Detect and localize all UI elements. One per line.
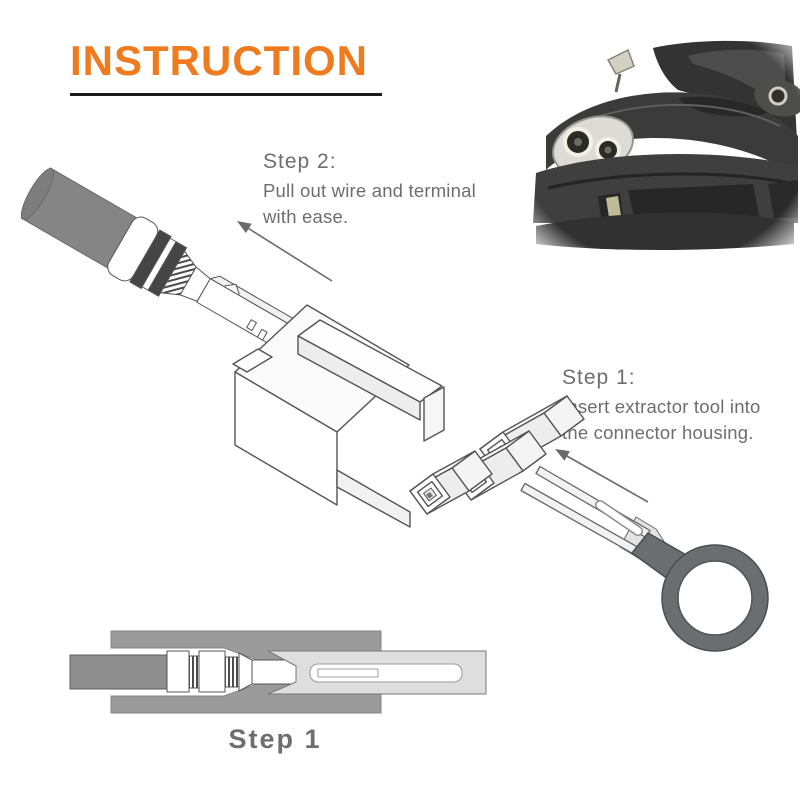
latch-bridge <box>297 319 445 442</box>
step1-text-line1: Insert extractor tool into <box>562 396 761 417</box>
cross-section-diagram <box>69 630 487 714</box>
ring-handle <box>631 532 769 652</box>
step2-label: Step 2: <box>263 150 337 173</box>
tool-blade-cross-section <box>267 650 487 695</box>
step2-text-line2: with ease. <box>263 206 349 227</box>
bottom-step-caption: Step 1 <box>228 724 322 754</box>
step1-label: Step 1: <box>562 366 636 389</box>
main-illustration <box>20 167 769 652</box>
extractor-tool-illustration <box>520 449 769 652</box>
step1-arrow-icon <box>555 449 649 503</box>
title-underline <box>70 93 382 96</box>
step1-text-line2: the connector housing. <box>562 422 754 443</box>
step2-text-line1: Pull out wire and terminal <box>263 180 476 201</box>
wire-terminal-illustration <box>20 167 333 354</box>
step1-annotation: Step 1: Insert extractor tool into the c… <box>562 366 761 446</box>
page-title: INSTRUCTION <box>70 37 368 84</box>
socket-tower-1 <box>409 450 493 515</box>
step2-annotation: Step 2: Pull out wire and terminal with … <box>263 150 476 230</box>
housing-body <box>232 304 411 528</box>
step2-arrow-icon <box>237 221 333 282</box>
wire <box>20 167 138 269</box>
connector-housing-illustration <box>232 304 585 528</box>
crimp-section <box>107 216 197 297</box>
wire-cross-section <box>69 654 168 690</box>
car-photo <box>528 38 800 268</box>
